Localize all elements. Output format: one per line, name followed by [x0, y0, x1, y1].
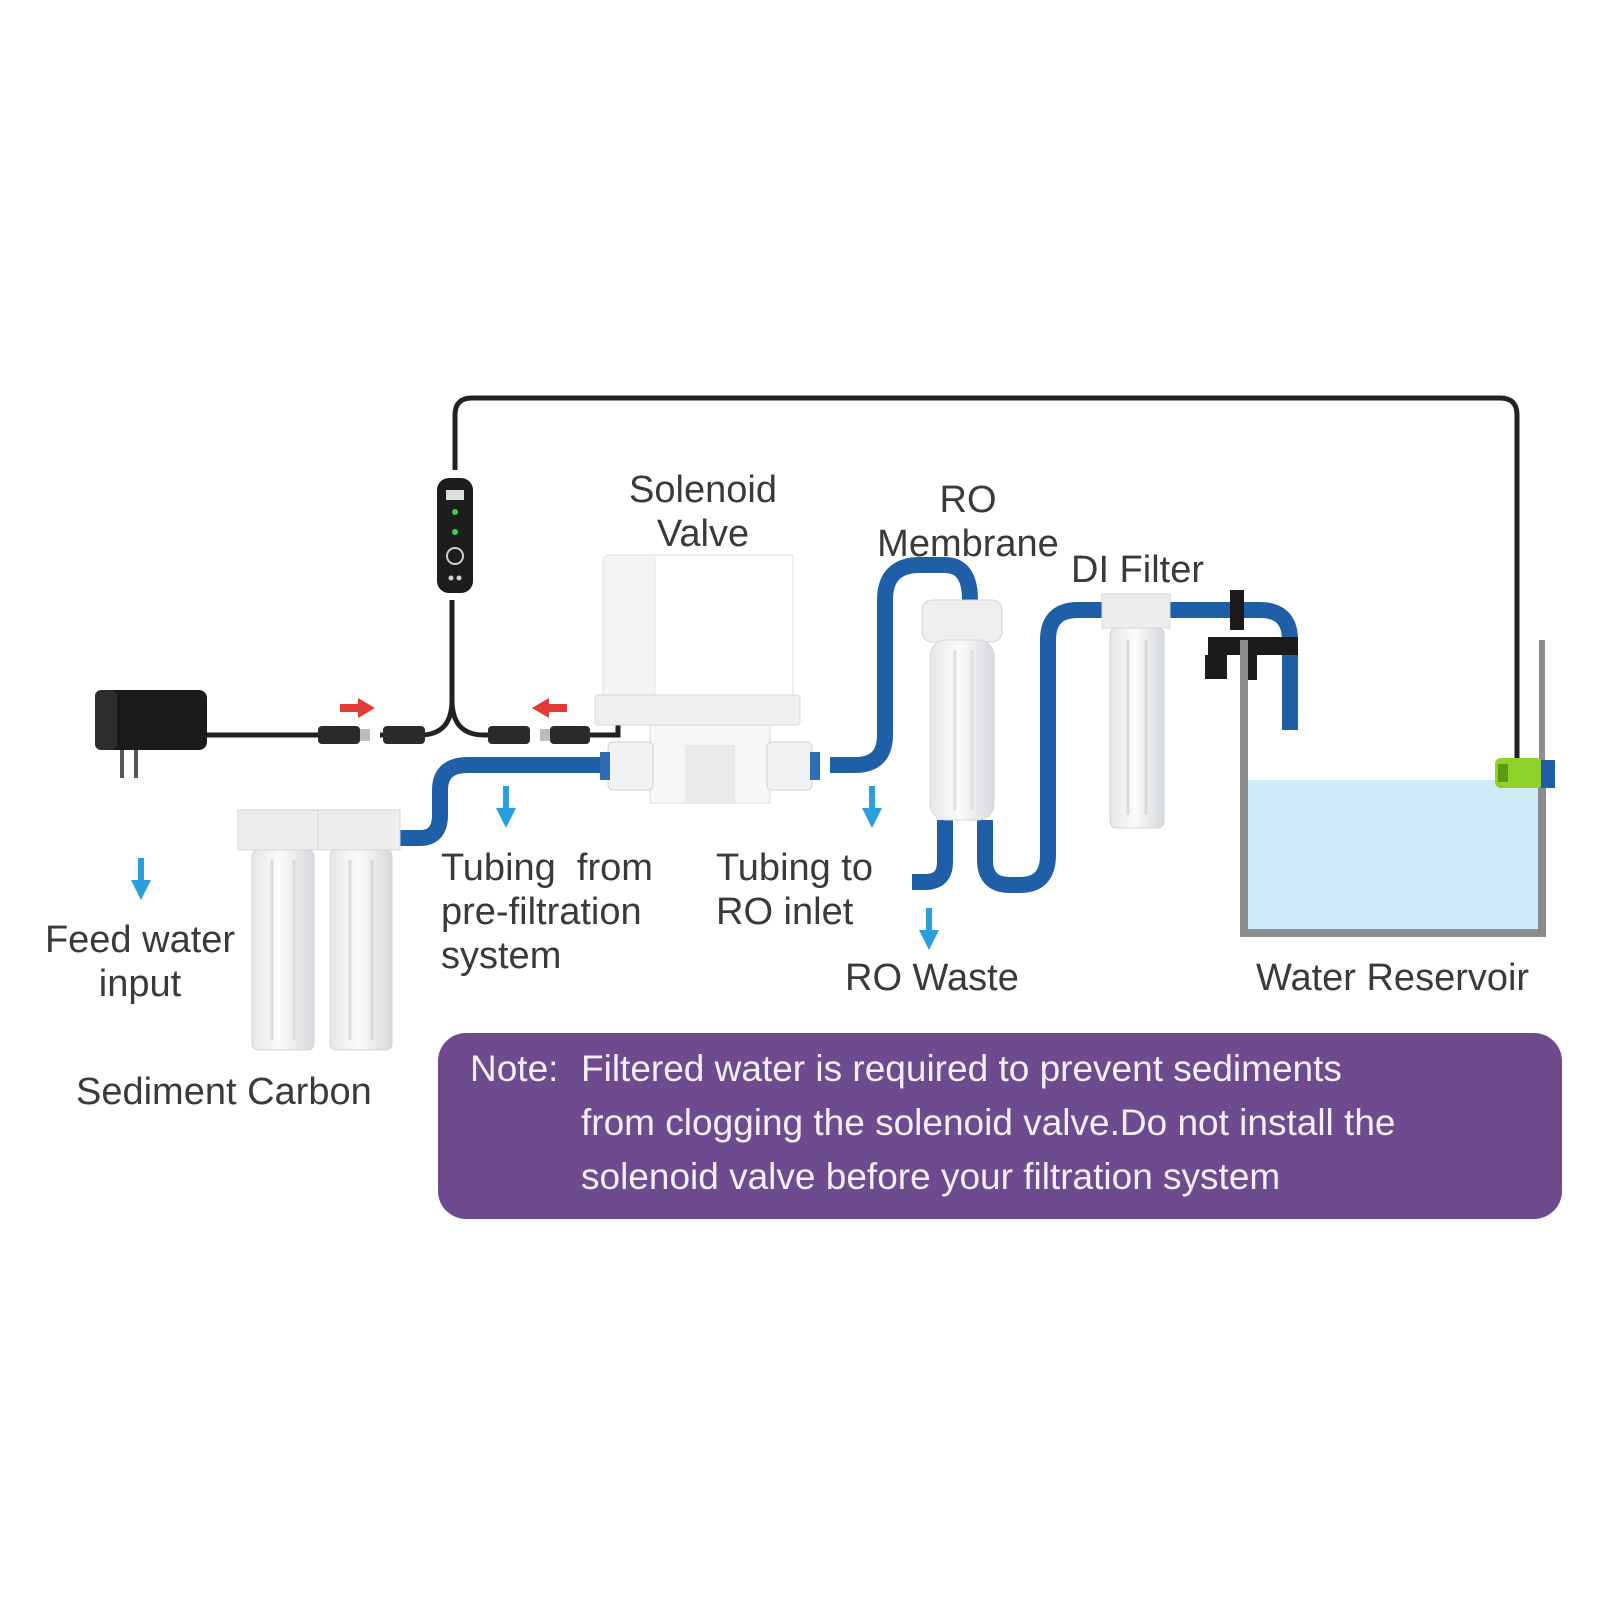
tubing-from-label-line3: system — [441, 935, 562, 977]
ro-membrane — [921, 599, 1003, 821]
pre-filtration-tubing — [395, 757, 612, 846]
tube-clamp — [1205, 590, 1298, 680]
note-line-3: solenoid valve before your filtration sy… — [581, 1156, 1281, 1197]
controller-unit — [437, 478, 473, 593]
note-line-1: Filtered water is required to prevent se… — [581, 1048, 1342, 1089]
splitter-cable — [380, 600, 500, 738]
flow-arrow-ro-inlet — [862, 786, 882, 828]
sensor-rod — [1539, 640, 1545, 790]
di-filter-label: DI Filter — [1071, 549, 1204, 591]
note-box: Note: Filtered water is required to prev… — [438, 1033, 1562, 1219]
dc-connector-left — [318, 726, 425, 744]
ro-membrane-label-line2: Membrane — [877, 523, 1059, 565]
ro-to-di-tubing — [977, 602, 1105, 893]
sediment-filter — [237, 809, 321, 1051]
connect-arrow-right — [532, 698, 567, 718]
flow-arrow-feed — [131, 858, 151, 900]
ro-waste-tubing — [912, 820, 953, 890]
tubing-to-label-line2: RO inlet — [716, 891, 854, 933]
tubing-from-label-line1: Tubing from — [441, 847, 653, 889]
water-reservoir — [1240, 640, 1546, 937]
power-adapter — [95, 690, 207, 778]
sediment-carbon-label: Sediment Carbon — [76, 1071, 372, 1113]
sensor-cable — [452, 395, 1520, 760]
tubing-to-label: Tubing to RO inlet — [716, 846, 873, 934]
tubing-to-label-line1: Tubing to — [716, 847, 874, 889]
di-filter — [1101, 593, 1171, 829]
note-prefix: Note: — [470, 1048, 559, 1089]
tubing-from-label-line2: pre-filtration — [441, 891, 642, 933]
carbon-filter — [317, 809, 401, 1051]
solenoid-valve — [594, 554, 820, 804]
dc-connector-right — [488, 726, 590, 744]
solenoid-valve-label: Solenoid Valve — [608, 468, 798, 556]
water-reservoir-label: Water Reservoir — [1256, 957, 1530, 999]
connect-arrow-left — [340, 698, 375, 718]
flow-arrow-ro-waste — [919, 908, 939, 950]
note-line-2: from clogging the solenoid valve.Do not … — [581, 1102, 1396, 1143]
solenoid-valve-label-line2: Valve — [656, 513, 750, 555]
ro-membrane-label-line1: RO — [939, 479, 997, 521]
tubing-from-label: Tubing from pre-filtration system — [441, 846, 653, 978]
di-to-reservoir-tubing — [1165, 602, 1298, 730]
feed-water-label-line1: Feed water — [44, 919, 236, 961]
feed-water-label: Feed water input — [30, 918, 250, 1006]
solenoid-valve-label-line1: Solenoid — [629, 469, 777, 511]
feed-water-label-line2: input — [98, 963, 182, 1005]
ro-waste-label: RO Waste — [845, 957, 1019, 999]
float-sensor — [1495, 758, 1555, 788]
ro-membrane-label: RO Membrane — [868, 478, 1068, 566]
ro-inlet-tubing — [830, 557, 978, 773]
flow-arrow-prefiltration — [496, 786, 516, 828]
